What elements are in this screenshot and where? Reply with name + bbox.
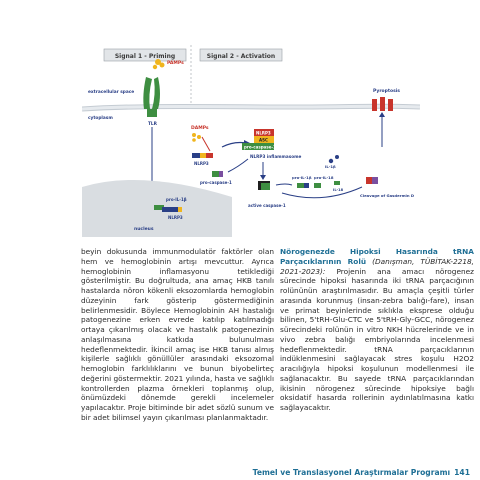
inflammasome-label: NLRP3 inflammasome <box>250 154 301 159</box>
nlrp3-inflam-label: NLRP3 <box>256 131 271 136</box>
pro-il1b-label: pro-IL-1β <box>292 175 312 180</box>
nlrp3-pre-label: NLRP3 <box>194 161 209 166</box>
project-body: Projenin ana amacı nörogenez sürecinde h… <box>280 266 474 413</box>
footer-title: Temel ve Translasyonel Araştırmalar Prog… <box>252 468 451 477</box>
pro-il1b-nucleus-label: pro-IL-1β <box>166 197 187 202</box>
signal1-title: Signal 1 - Priming <box>115 53 175 60</box>
pro-caspase-free-label: pro-caspase-1 <box>200 180 232 185</box>
active-caspase-label: active caspase-1 <box>248 203 286 208</box>
cytoplasm-label: cytoplasm <box>88 115 113 121</box>
signal2-title: Signal 2 - Activation <box>207 53 275 60</box>
signal1-box <box>103 48 187 62</box>
signal2-box <box>199 48 283 62</box>
nucleus-label: nucleus <box>134 226 154 232</box>
project-meta: (Danışman, TÜBİTAK-2218, 2021-2023): <box>280 256 474 276</box>
extracellular-label: extracellular space <box>88 89 134 95</box>
tlr-label: TLR <box>148 121 158 127</box>
damps-label: DAMPs <box>191 125 209 131</box>
pamps-label: PAMPs <box>167 60 184 66</box>
pro-caspase-inflam-label: pro-caspase-1 <box>244 145 276 150</box>
left-column: beyin dokusunda immunmodulatör faktörler… <box>81 247 274 423</box>
il1b-label: IL-1β <box>325 164 336 169</box>
page-number: 141 <box>454 468 470 477</box>
nlrp3-nucleus-label: NLRP3 <box>168 215 183 220</box>
asc-label: ASC <box>259 138 268 143</box>
right-paragraph: Nörogenezde Hipoksi Hasarında tRNA Parça… <box>280 247 474 413</box>
pyroptosis-label: Pyroptosis <box>373 88 400 94</box>
project-heading: Nörogenezde Hipoksi Hasarında tRNA Parça… <box>280 247 474 266</box>
page-footer: Temel ve Translasyonel Araştırmalar Prog… <box>0 468 470 477</box>
il18-label-low: IL-18 <box>333 188 344 192</box>
pro-il18-label: pro-IL-18 <box>314 175 334 180</box>
inflammasome-figure: Signal 1 - Priming Signal 2 - Activation… <box>82 37 420 237</box>
cleavage-label: Cleavage of Gasdermin D <box>360 193 414 198</box>
left-paragraph: beyin dokusunda immunmodulatör faktörler… <box>81 247 274 422</box>
right-column: Nörogenezde Hipoksi Hasarında tRNA Parça… <box>280 247 474 413</box>
